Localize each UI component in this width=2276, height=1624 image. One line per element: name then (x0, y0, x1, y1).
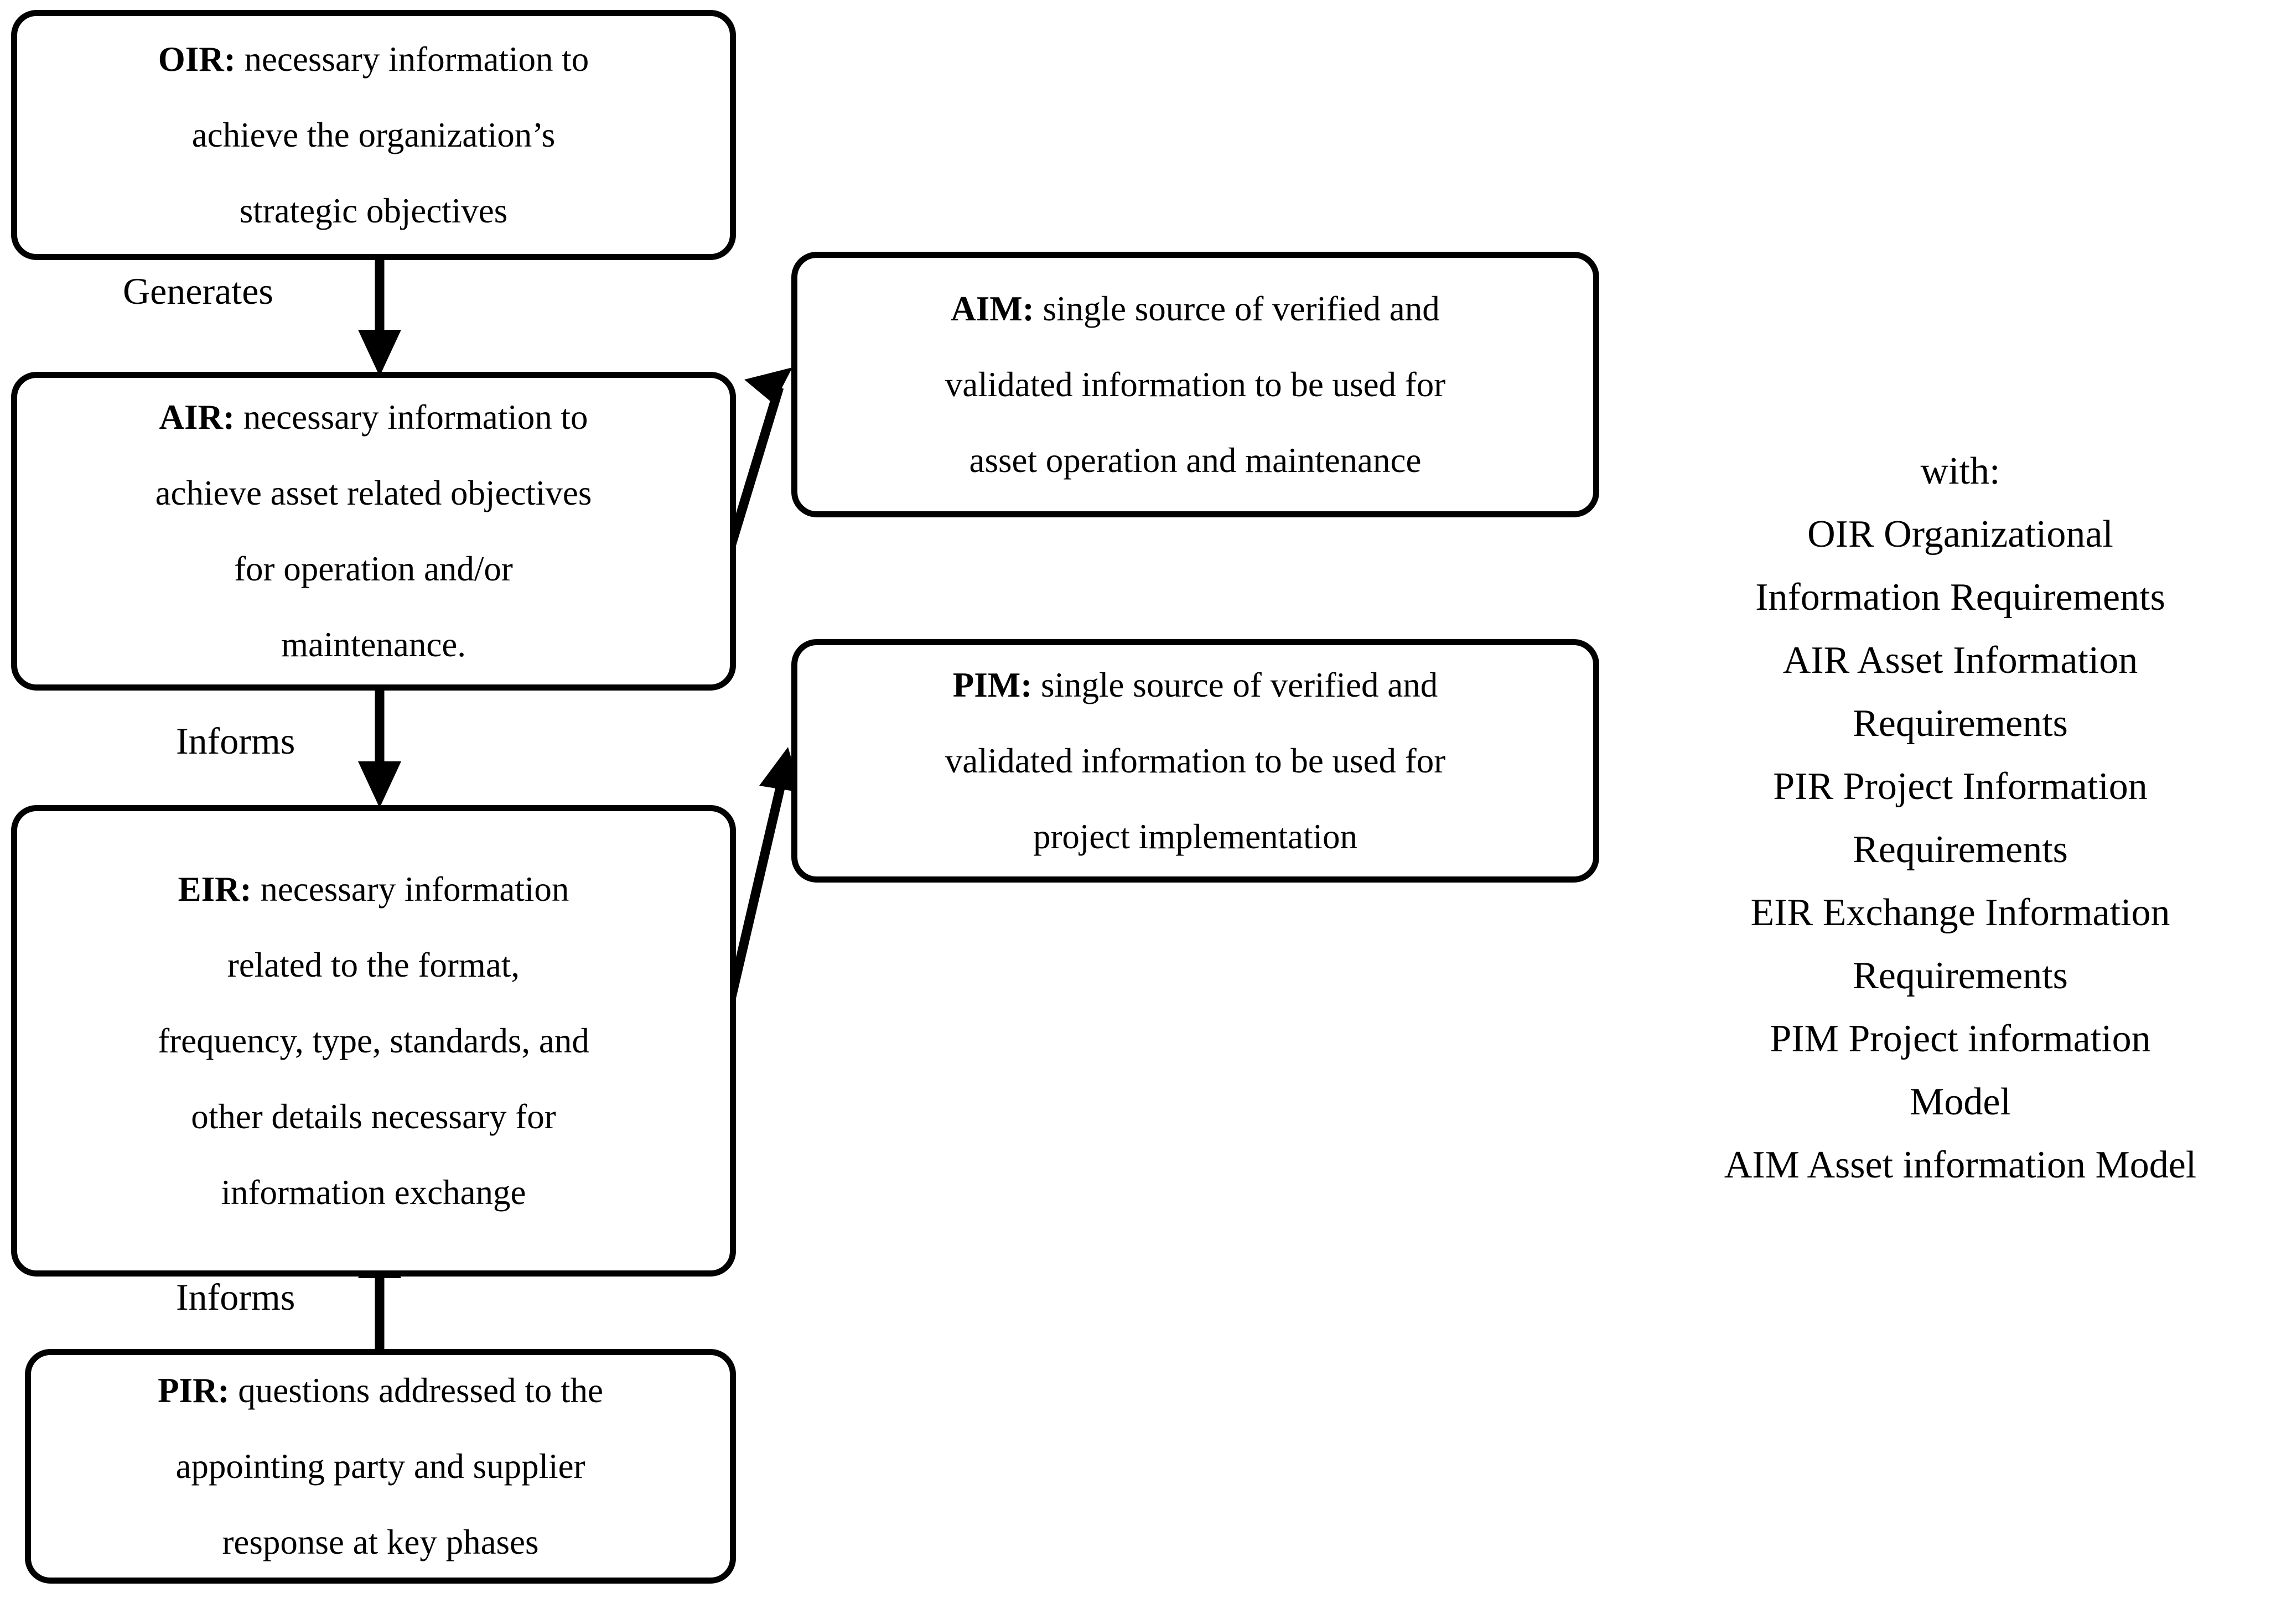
node-oir-line-3: strategic objectives (239, 191, 508, 230)
legend-line-9: PIM Project information (1770, 1018, 2151, 1060)
node-oir[interactable]: OIR: necessary information to achieve th… (11, 10, 736, 260)
node-pir-line-2: appointing party and supplier (175, 1446, 585, 1486)
node-aim-line-1: AIM: single source of verified and (951, 289, 1440, 328)
node-aim-line-3: asset operation and maintenance (969, 440, 1422, 480)
node-eir[interactable]: EIR: necessary information related to th… (11, 805, 736, 1277)
legend-line-1: OIR Organizational (1807, 513, 2113, 556)
node-pim-line-3: project implementation (1033, 817, 1358, 856)
node-pim[interactable]: PIM: single source of verified and valid… (791, 639, 1599, 883)
legend-line-5: PIR Project Information (1773, 765, 2148, 808)
node-pir[interactable]: PIR: questions addressed to the appointi… (25, 1349, 736, 1584)
legend-line-7: EIR Exchange Information (1750, 891, 2170, 934)
node-pir-line-3: response at key phases (222, 1522, 539, 1561)
node-pim-line-1: PIM: single source of verified and (952, 665, 1438, 704)
node-air-line-1: AIR: necessary information to (159, 398, 588, 437)
node-air-line-2: achieve asset related objectives (155, 474, 592, 512)
node-eir-line-5: information exchange (221, 1172, 526, 1212)
node-eir-line-1: EIR: necessary information (178, 869, 569, 909)
edge-label-informs-air-eir: Informs (176, 720, 295, 762)
legend-heading: with: (1920, 450, 2000, 492)
node-eir-line-3: frequency, type, standards, and (158, 1021, 589, 1060)
legend: with: OIR Organizational Information Req… (1646, 440, 2274, 1197)
node-aim[interactable]: AIM: single source of verified and valid… (791, 252, 1599, 517)
edge-label-informs-pir-eir: Informs (176, 1276, 295, 1318)
legend-line-8: Requirements (1853, 954, 2068, 997)
node-air-line-3: for operation and/or (234, 549, 513, 588)
edge-oir-to-air (358, 260, 401, 376)
node-eir-line-2: related to the format, (227, 945, 520, 984)
legend-line-10: Model (1910, 1081, 2011, 1123)
node-oir-line-2: achieve the organization’s (191, 115, 556, 154)
node-pir-line-1: PIR: questions addressed to the (158, 1371, 603, 1410)
edge-air-to-aim (725, 367, 792, 549)
legend-line-2: Information Requirements (1755, 576, 2165, 619)
node-pim-line-2: validated information to be used for (945, 741, 1446, 780)
edge-label-generates: Generates (123, 270, 273, 312)
legend-line-3: AIR Asset Information (1782, 639, 2138, 682)
legend-line-4: Requirements (1853, 702, 2068, 745)
legend-line-6: Requirements (1853, 828, 2068, 871)
edge-air-to-eir (358, 691, 401, 808)
node-eir-line-4: other details necessary for (191, 1097, 556, 1136)
node-aim-line-2: validated information to be used for (945, 365, 1446, 404)
legend-line-11: AIM Asset information Model (1724, 1144, 2197, 1186)
node-air[interactable]: AIR: necessary information to achieve as… (11, 372, 736, 691)
edge-eir-to-pim (725, 747, 801, 1003)
node-oir-line-1: OIR: necessary information to (158, 39, 589, 79)
node-air-line-4: maintenance. (281, 625, 466, 664)
